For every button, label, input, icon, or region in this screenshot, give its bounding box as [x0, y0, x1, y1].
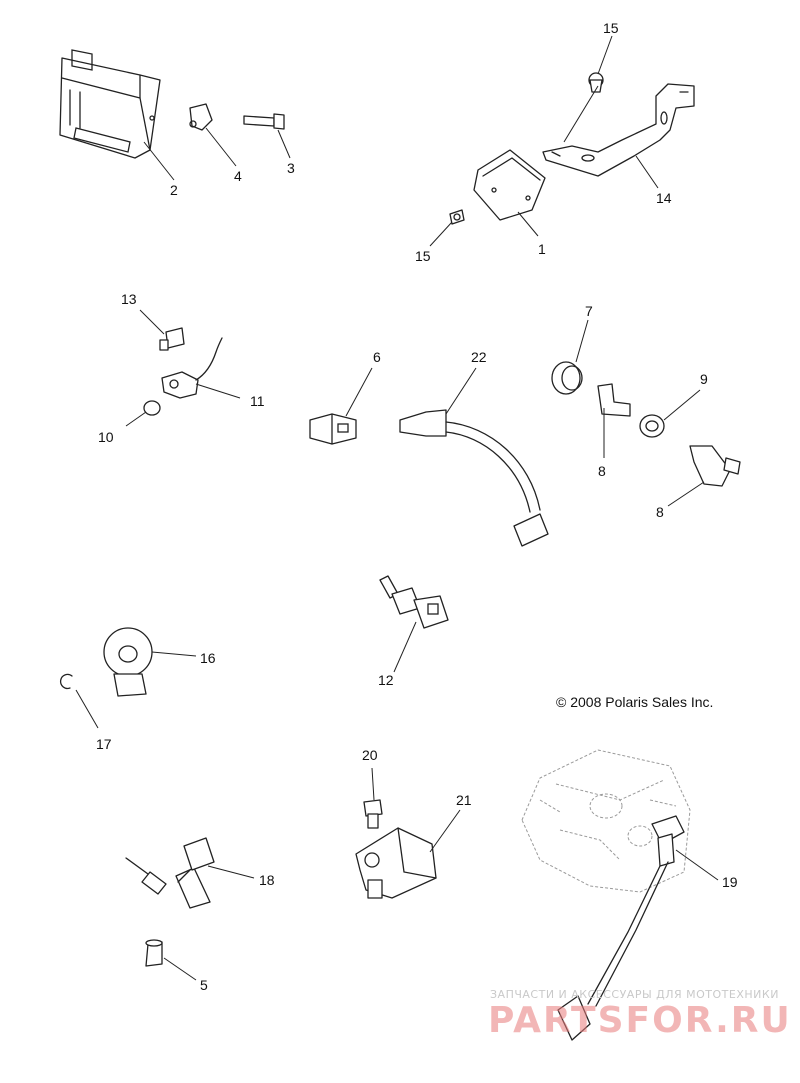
part-19-tps-sensor: [521, 749, 691, 1041]
callout-6: 6: [373, 349, 381, 365]
callout-18: 18: [259, 872, 275, 888]
part-6-plug: [309, 413, 357, 445]
part-16-knock-sensor: [103, 627, 153, 697]
callout-20: 20: [362, 747, 378, 763]
callout-12: 12: [378, 672, 394, 688]
callout-16: 16: [200, 650, 216, 666]
callout-4: 4: [234, 168, 242, 184]
part-15-bolt-bottom: [449, 209, 465, 225]
part-5-pin: [145, 939, 163, 967]
part-3-bolt: [243, 113, 285, 130]
part-17-snap-ring: [59, 673, 73, 690]
part-8-tab: [597, 383, 631, 417]
callout-10: 10: [98, 429, 114, 445]
part-2-ecu-housing: [59, 49, 161, 159]
part-15-bolt-top: [588, 72, 604, 93]
part-7-grommet: [551, 361, 583, 395]
part-18-cam-sensor: [125, 837, 215, 909]
callout-22: 22: [471, 349, 487, 365]
callout-14: 14: [656, 190, 672, 206]
part-21-map-sensor: [355, 827, 437, 899]
callout-19: 19: [722, 874, 738, 890]
callout-8-right: 8: [656, 504, 664, 520]
callout-3: 3: [287, 160, 295, 176]
callout-2: 2: [170, 182, 178, 198]
callout-21: 21: [456, 792, 472, 808]
part-4-clip: [189, 103, 213, 131]
part-11-sensor: [161, 337, 223, 399]
callout-7: 7: [585, 303, 593, 319]
part-12-temp-sensor: [379, 575, 449, 629]
callout-1: 1: [538, 241, 546, 257]
part-1-module: [473, 149, 546, 221]
copyright-notice: © 2008 Polaris Sales Inc.: [556, 694, 714, 710]
callout-11: 11: [250, 393, 265, 409]
callout-13: 13: [121, 291, 137, 307]
part-8-sensor: [689, 445, 741, 487]
callout-17: 17: [96, 736, 112, 752]
watermark-tagline: ЗАПЧАСТИ И АКСЕССУАРЫ ДЛЯ МОТОТЕХНИКИ: [490, 988, 779, 1001]
callout-9: 9: [700, 371, 708, 387]
part-20-bolt: [363, 799, 383, 829]
callout-8-left: 8: [598, 463, 606, 479]
part-13-bolt: [159, 327, 185, 351]
leader-lines: [75, 35, 719, 981]
part-22-hose-sensor: [399, 409, 549, 547]
watermark-brand: PARTSFOR.RU: [488, 1000, 792, 1041]
callout-15-bottom: 15: [415, 248, 431, 264]
part-10-cap: [143, 400, 161, 416]
part-9-washer: [639, 414, 665, 438]
callout-15-top: 15: [603, 20, 619, 36]
part-14-bracket: [542, 83, 695, 177]
callout-5: 5: [200, 977, 208, 993]
